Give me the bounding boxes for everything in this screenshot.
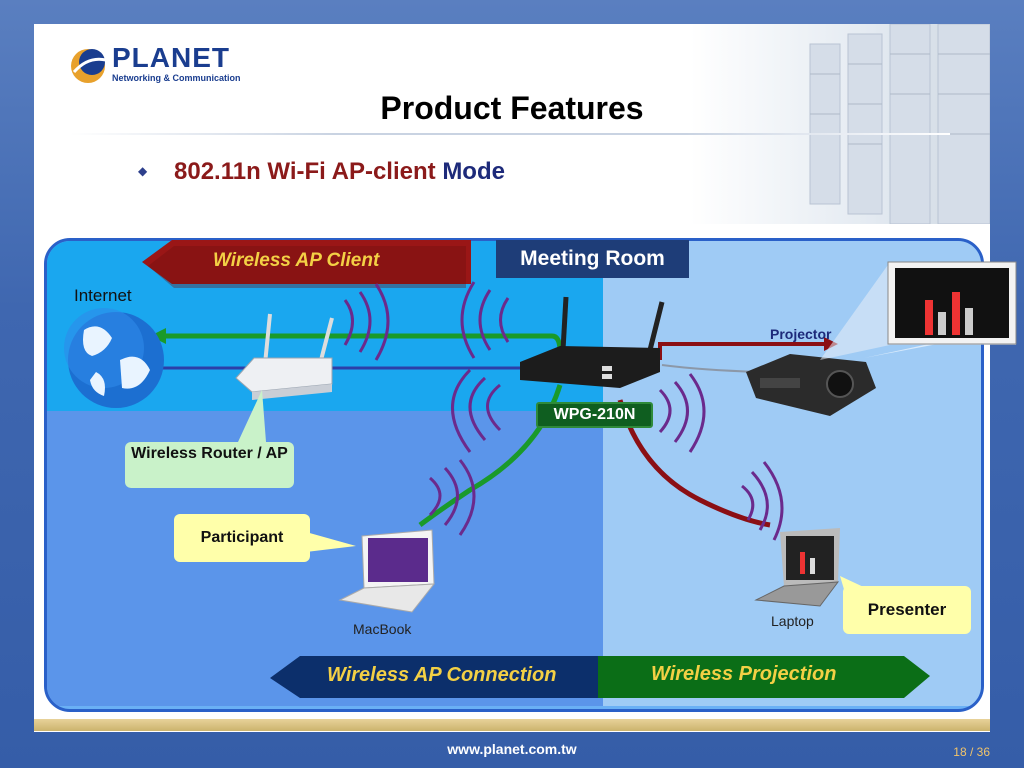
macbook-label: MacBook: [353, 621, 412, 637]
router-callout: Wireless Router / AP: [125, 442, 294, 488]
meeting-room-label: Meeting Room: [496, 240, 689, 278]
wifi-waves: [343, 281, 784, 541]
device-model-badge: WPG-210N: [536, 402, 653, 428]
footer-bar: [34, 719, 990, 731]
ap-connection-banner: [270, 656, 602, 698]
diamond-bullet-icon: ◆: [138, 164, 148, 178]
presenter-callout: Presenter: [843, 586, 971, 634]
projector-label: Projector: [770, 326, 832, 342]
title-divider: [70, 133, 950, 135]
macbook-icon: [338, 529, 436, 613]
participant-callout: Participant: [174, 514, 310, 562]
router-callout-pointer: [238, 390, 266, 442]
wpg-210n-device-icon: [520, 296, 665, 388]
projector-icon: [746, 354, 876, 416]
server-room-photo: [690, 24, 990, 225]
feature-heading-main: 802.11n Wi-Fi AP-client: [174, 158, 436, 185]
internet-label: Internet: [74, 286, 132, 305]
laptop-icon: [754, 528, 840, 607]
red-arrow-icon: [824, 337, 838, 351]
footer-url[interactable]: www.planet.com.tw: [447, 741, 577, 757]
wireless-ap-client-banner: [142, 240, 471, 288]
planet-logo: PLANET Networking & Communication: [68, 42, 241, 90]
projection-screen-icon: [820, 261, 1017, 360]
green-arrow-icon: [150, 328, 166, 344]
laptop-label: Laptop: [771, 613, 814, 629]
projection-banner: [598, 656, 930, 698]
wireless-router-icon: [235, 313, 334, 400]
ap-connection-label: Wireless AP Connection: [327, 664, 557, 686]
page-number: 18 / 36: [953, 745, 990, 759]
page-title: Product Features: [380, 90, 644, 126]
brand-name: PLANET: [112, 42, 230, 73]
grey-projector-cable: [661, 364, 761, 373]
internet-globe-icon: [64, 308, 164, 408]
wireless-ap-client-label: Wireless AP Client: [213, 250, 380, 271]
feature-heading: 802.11n Wi-Fi AP-client Mode: [174, 158, 505, 186]
projection-label: Wireless Projection: [651, 663, 837, 685]
brand-tagline: Networking & Communication: [112, 73, 241, 83]
participant-callout-pointer: [306, 532, 356, 552]
feature-heading-accent: Mode: [442, 158, 505, 185]
